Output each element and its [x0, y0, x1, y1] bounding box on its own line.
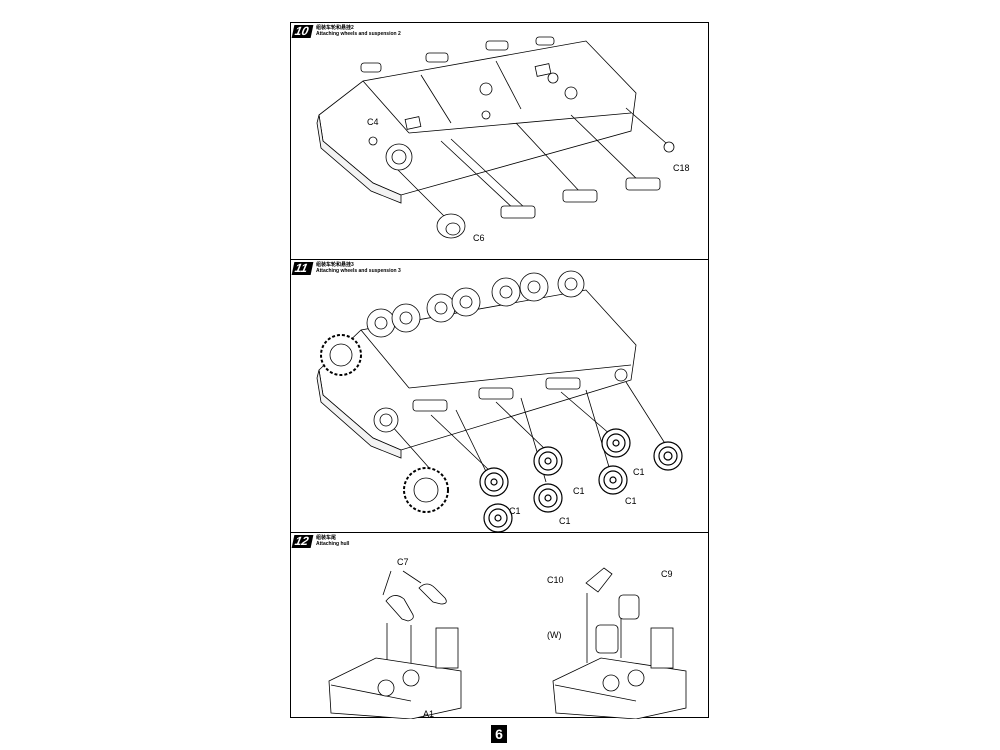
step-number: 10	[291, 24, 314, 38]
step-number: 11	[291, 261, 314, 275]
callout-c1: C1	[633, 467, 645, 477]
callout-c7: C7	[397, 557, 409, 567]
instruction-sheet: C4 C6 C18 10 组装车轮和悬挂2 Attaching wheels a…	[290, 22, 709, 719]
step-11-hull-drawing: C1 C1 C1 C1 C1 C1	[316, 270, 683, 532]
step-10-panel: C4 C6 C18 10 组装车轮和悬挂2 Attaching wheels a…	[291, 23, 708, 260]
step-11-header: 11 组装车轮和悬挂3 Attaching wheels and suspens…	[291, 261, 401, 275]
step-10-header: 10 组装车轮和悬挂2 Attaching wheels and suspens…	[291, 24, 401, 38]
callout-c1: C1	[559, 516, 571, 526]
callout-a1: A1	[423, 709, 434, 719]
step-12-panel: C7 A1 C10 C9 (W) 12 组装车尾 Attaching hull	[291, 533, 708, 719]
step-12-rear-hull-drawing: C7 A1 C10 C9 (W)	[328, 557, 687, 719]
callout-c1: C1	[625, 496, 637, 506]
step-10-hull-drawing: C4 C6 C18	[316, 36, 690, 243]
callout-w: (W)	[547, 630, 562, 640]
callout-c6: C6	[473, 233, 485, 243]
step-number: 12	[291, 534, 314, 548]
callout-c4: C4	[367, 117, 379, 127]
step-title-cn: 组装车轮和悬挂3	[316, 262, 354, 268]
callout-c9: C9	[661, 569, 673, 579]
step-title-cn: 组装车轮和悬挂2	[316, 25, 354, 31]
step-11-panel: C1 C1 C1 C1 C1 C1 11 组装车轮和悬挂3 Attaching …	[291, 260, 708, 533]
step-12-header: 12 组装车尾 Attaching hull	[291, 534, 350, 548]
callout-c1: C1	[509, 506, 521, 516]
step-title-en: Attaching wheels and suspension 2	[316, 31, 401, 37]
step-title-cn: 组装车尾	[316, 535, 337, 541]
callout-c1: C1	[573, 486, 585, 496]
step-title-en: Attaching hull	[316, 541, 350, 547]
callout-c18: C18	[673, 163, 690, 173]
page-number: 6	[491, 725, 507, 743]
step-title-en: Attaching wheels and suspension 3	[316, 268, 401, 274]
callout-c10: C10	[547, 575, 564, 585]
